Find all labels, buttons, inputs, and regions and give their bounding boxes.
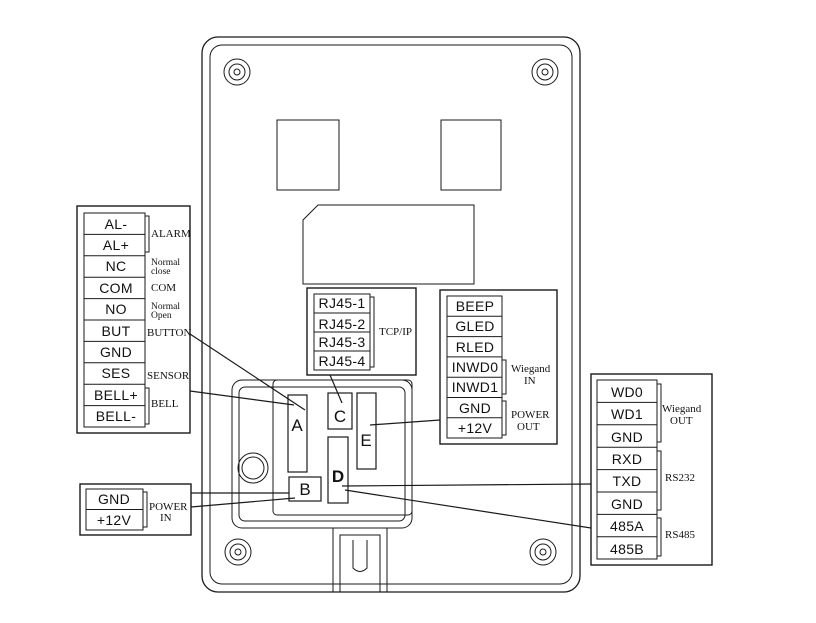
pin-rxd: RXD (612, 451, 642, 467)
label-normal-close-2: close (151, 267, 171, 277)
device-housing (201, 36, 581, 593)
pin-power-in-12v: +12V (97, 512, 132, 528)
port-C: C (327, 392, 353, 430)
leader-rs485-to-D (344, 489, 592, 529)
label-button: BUTTON (147, 327, 191, 339)
label-wiegand-in-2: IN (524, 375, 536, 387)
label-rs485: RS485 (665, 529, 695, 541)
label-normal-open-1: Normal (151, 302, 180, 312)
pin-no: NO (105, 301, 127, 317)
pin-rs232-gnd: GND (611, 496, 643, 512)
port-B: B (288, 476, 322, 502)
port-D-label: D (332, 467, 344, 486)
label-normal-open-2: Open (151, 311, 172, 321)
pin-rj45-4: RJ45-4 (319, 353, 366, 369)
pin-ses: SES (102, 365, 131, 381)
leader-power-in-12v-to-B (190, 497, 296, 508)
pin-inwd0: INWD0 (452, 359, 499, 375)
port-E: E (356, 392, 377, 470)
pin-al-plus: AL+ (103, 237, 129, 253)
label-normal-close-1: Normal (151, 258, 180, 268)
port-B-label: B (299, 480, 310, 499)
leader-bell-to-A (189, 390, 295, 406)
label-sensor: SENSOR (147, 370, 190, 382)
port-A: A (287, 394, 308, 473)
pin-rj45-3: RJ45-3 (319, 334, 366, 350)
terminal-block-wiegand-in: BEEP GLED RLED INWD0 INWD1 GND +12V Wieg… (439, 289, 558, 445)
leader-tcpip-to-C (329, 374, 343, 404)
label-power-out-1: POWER (511, 409, 550, 421)
leader-rs232-to-D (341, 483, 592, 487)
pin-al-minus: AL- (105, 216, 128, 232)
terminal-block-alarm-lock: AL- AL+ NC COM NO BUT GND SES BELL+ BELL… (76, 205, 191, 434)
pin-wd0: WD0 (611, 384, 643, 400)
port-C-label: C (334, 407, 346, 426)
pin-485b: 485B (610, 541, 644, 557)
pin-rj45-2: RJ45-2 (319, 316, 366, 332)
pin-power-out-12v: +12V (458, 420, 493, 436)
leader-wiegand-in-to-E (369, 419, 441, 426)
pin-com: COM (99, 280, 133, 296)
label-power-in-1: POWER (149, 501, 188, 513)
pin-inwd1: INWD1 (452, 379, 499, 395)
pin-wd1: WD1 (611, 406, 643, 422)
screw-hole-top-right (531, 58, 559, 86)
label-power-in-2: IN (160, 512, 172, 524)
pin-txd: TXD (613, 473, 642, 489)
port-E-label: E (360, 431, 371, 450)
label-tcpip: TCP/IP (379, 326, 412, 338)
pin-485a: 485A (610, 518, 644, 534)
pin-bell-minus: BELL- (96, 408, 136, 424)
pin-gled: GLED (455, 318, 494, 334)
leader-lines (189, 333, 592, 529)
screw-hole-top-left (223, 58, 251, 86)
tamper-button (237, 452, 269, 484)
label-wiegand-out-2: OUT (670, 415, 693, 427)
label-alarm: ALARM (151, 228, 191, 240)
pin-rj45-1: RJ45-1 (319, 295, 366, 311)
label-power-out-2: OUT (517, 421, 540, 433)
screw-hole-bottom-right (529, 538, 557, 566)
cable-cutout (302, 204, 475, 285)
label-com: COM (151, 282, 176, 294)
pin-but: BUT (102, 323, 131, 339)
terminal-block-tcpip: RJ45-1 RJ45-2 RJ45-3 RJ45-4 TCP/IP (306, 287, 417, 376)
mount-square-right (440, 119, 502, 191)
port-A-label: A (291, 416, 303, 435)
pin-beep: BEEP (456, 298, 495, 314)
bottom-bracket (332, 527, 388, 593)
pin-gnd: GND (100, 344, 132, 360)
label-wiegand-out-1: Wiegand (662, 403, 702, 415)
pin-power-out-gnd: GND (459, 400, 491, 416)
pin-bell-plus: BELL+ (94, 387, 138, 403)
label-rs232: RS232 (665, 472, 695, 484)
label-bell: BELL (151, 398, 179, 410)
pin-wiegand-out-gnd: GND (611, 429, 643, 445)
screw-hole-bottom-left (224, 538, 252, 566)
port-D: D (327, 436, 349, 504)
pin-nc: NC (106, 258, 127, 274)
terminal-block-wiegand-out: WD0 WD1 GND RXD TXD GND 485A 485B Wiegan… (590, 373, 713, 566)
pin-rled: RLED (456, 339, 495, 355)
leader-button-to-A (189, 333, 306, 411)
terminal-block-power-in: GND +12V POWER IN (79, 483, 192, 536)
label-wiegand-in-1: Wiegand (511, 363, 551, 375)
mount-square-left (276, 119, 340, 191)
pin-power-in-gnd: GND (98, 491, 130, 507)
